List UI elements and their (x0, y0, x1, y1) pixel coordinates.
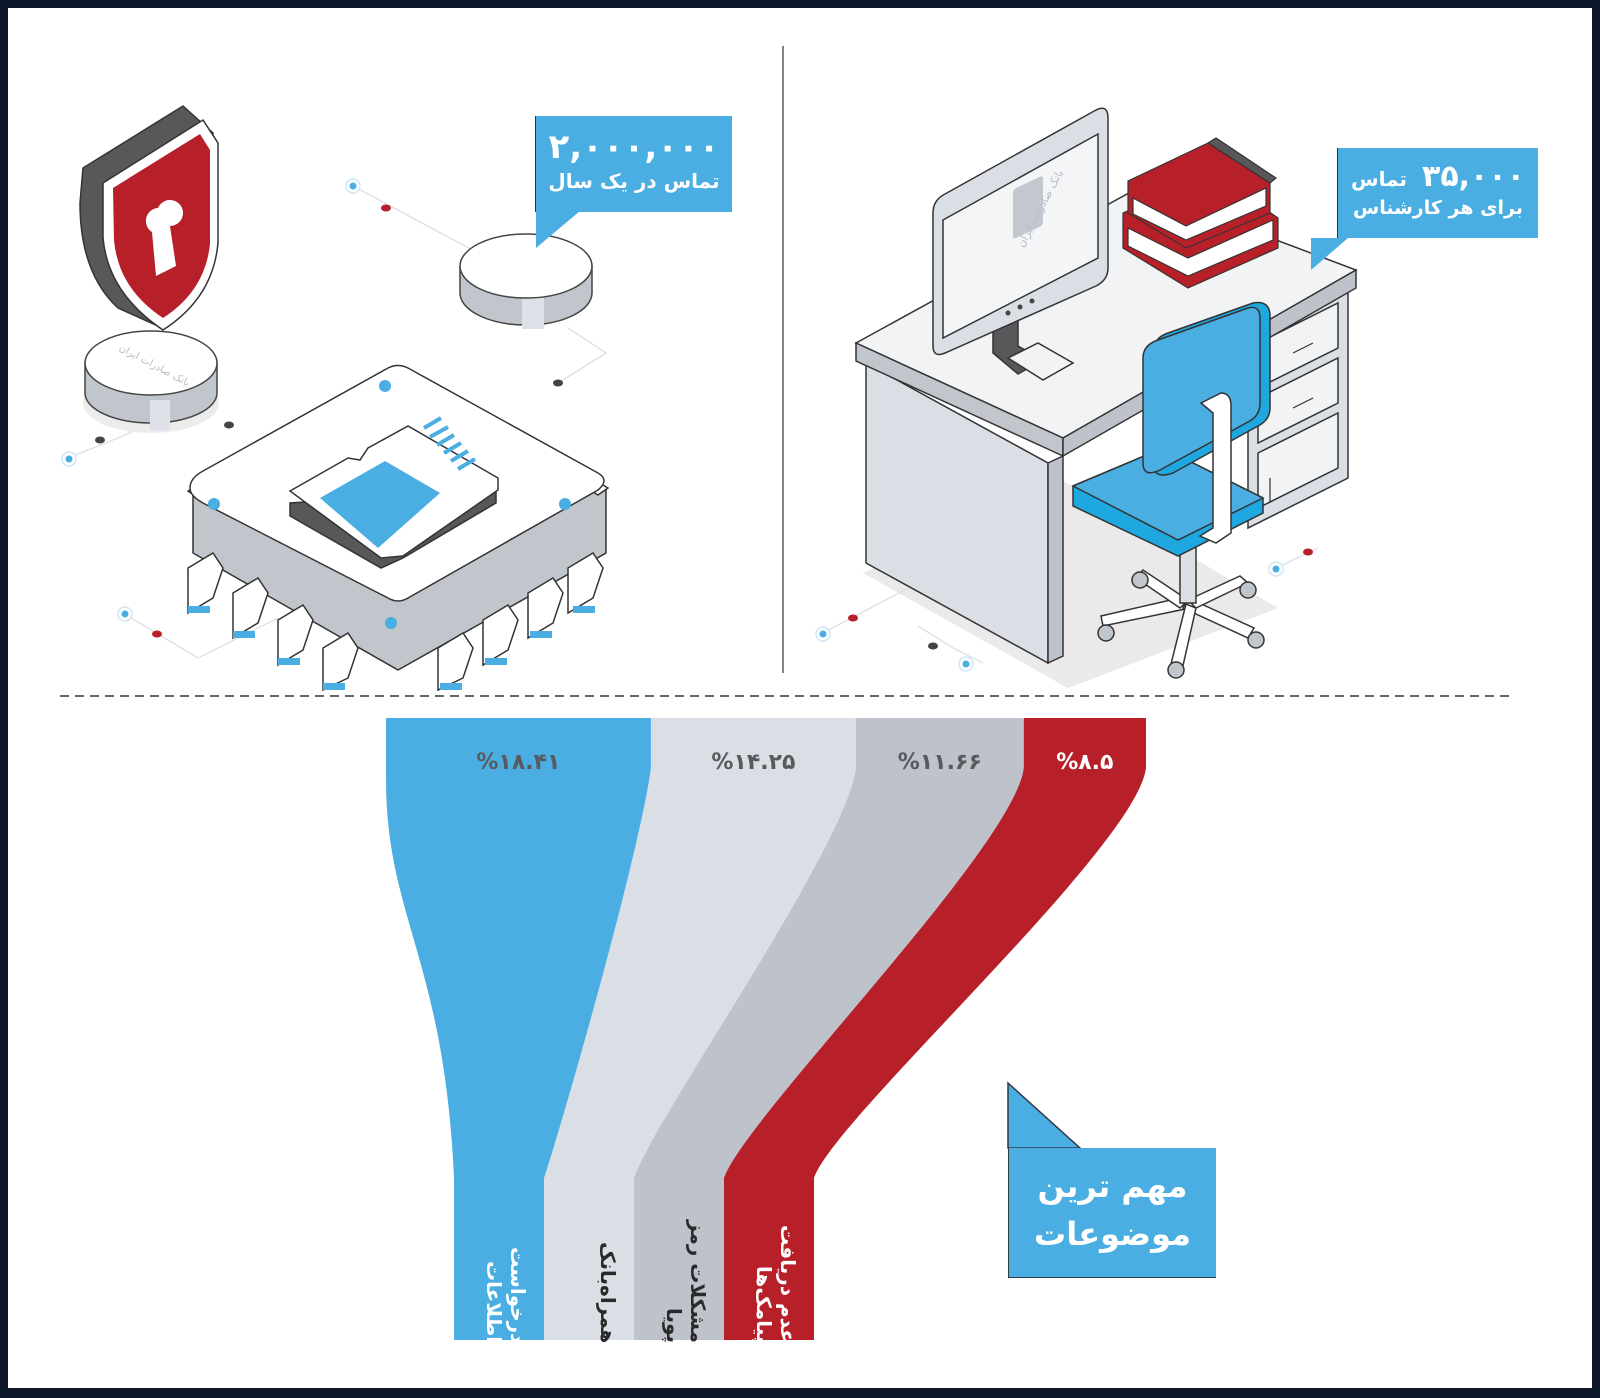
value-label-2: %۱۱.۶۶ (897, 750, 982, 775)
connector-dots-right (815, 548, 1313, 672)
category-label-0: درخواست اطلاعات (482, 1246, 530, 1343)
books-icon (1122, 137, 1279, 289)
data-cylinder (459, 233, 593, 329)
category-label-2: مشکلات رمز پویا (662, 1220, 710, 1343)
topics-funnel-chart (386, 718, 1146, 1340)
office-chair-icon (1071, 301, 1271, 679)
funnel-ribbon-2 (634, 718, 1024, 1340)
chip-pins (187, 551, 604, 692)
funnel-ribbon-0 (386, 718, 651, 1340)
per-agent-calls-value: ۳۵,۰۰۰ (1422, 159, 1525, 194)
per-agent-calls-caption: برای هر کارشناس (1352, 197, 1524, 219)
value-label-1: %۱۴.۲۵ (711, 750, 796, 775)
shield-pedestal: بانک صادرات ایران (83, 330, 219, 433)
value-label-3: %۸.۵ (1056, 750, 1114, 775)
category-label-1: همراه‌بانک (596, 1241, 620, 1343)
chart-title: مهم ترین موضوعات (1008, 1148, 1216, 1278)
value-label-0: %۱۸.۴۱ (476, 750, 561, 775)
illustration-layer: بانک صادرات ایران (60, 46, 1512, 697)
annual-calls-callout: ۲,۰۰۰,۰۰۰ تماس در یک سال (536, 116, 732, 212)
category-label-3: عدم دریافت پیامک‌ها (752, 1225, 800, 1343)
computer-monitor-icon: بانک صادرات ایران (932, 107, 1109, 381)
per-agent-calls-unit: تماس (1351, 167, 1408, 191)
per-agent-calls-callout: ۳۵,۰۰۰ تماس برای هر کارشناس (1338, 148, 1538, 238)
microchip-icon (186, 364, 610, 692)
annual-calls-value: ۲,۰۰۰,۰۰۰ (548, 127, 720, 167)
infographic-canvas: بانک صادرات ایران (8, 8, 1592, 1388)
keyhole-icon (145, 200, 183, 276)
shield-lock-icon (79, 105, 219, 331)
connector-dots-left (61, 178, 563, 638)
annual-calls-caption: تماس در یک سال (548, 169, 720, 193)
funnel-ribbon-1 (544, 718, 856, 1340)
funnel-ribbon-3 (724, 718, 1146, 1340)
